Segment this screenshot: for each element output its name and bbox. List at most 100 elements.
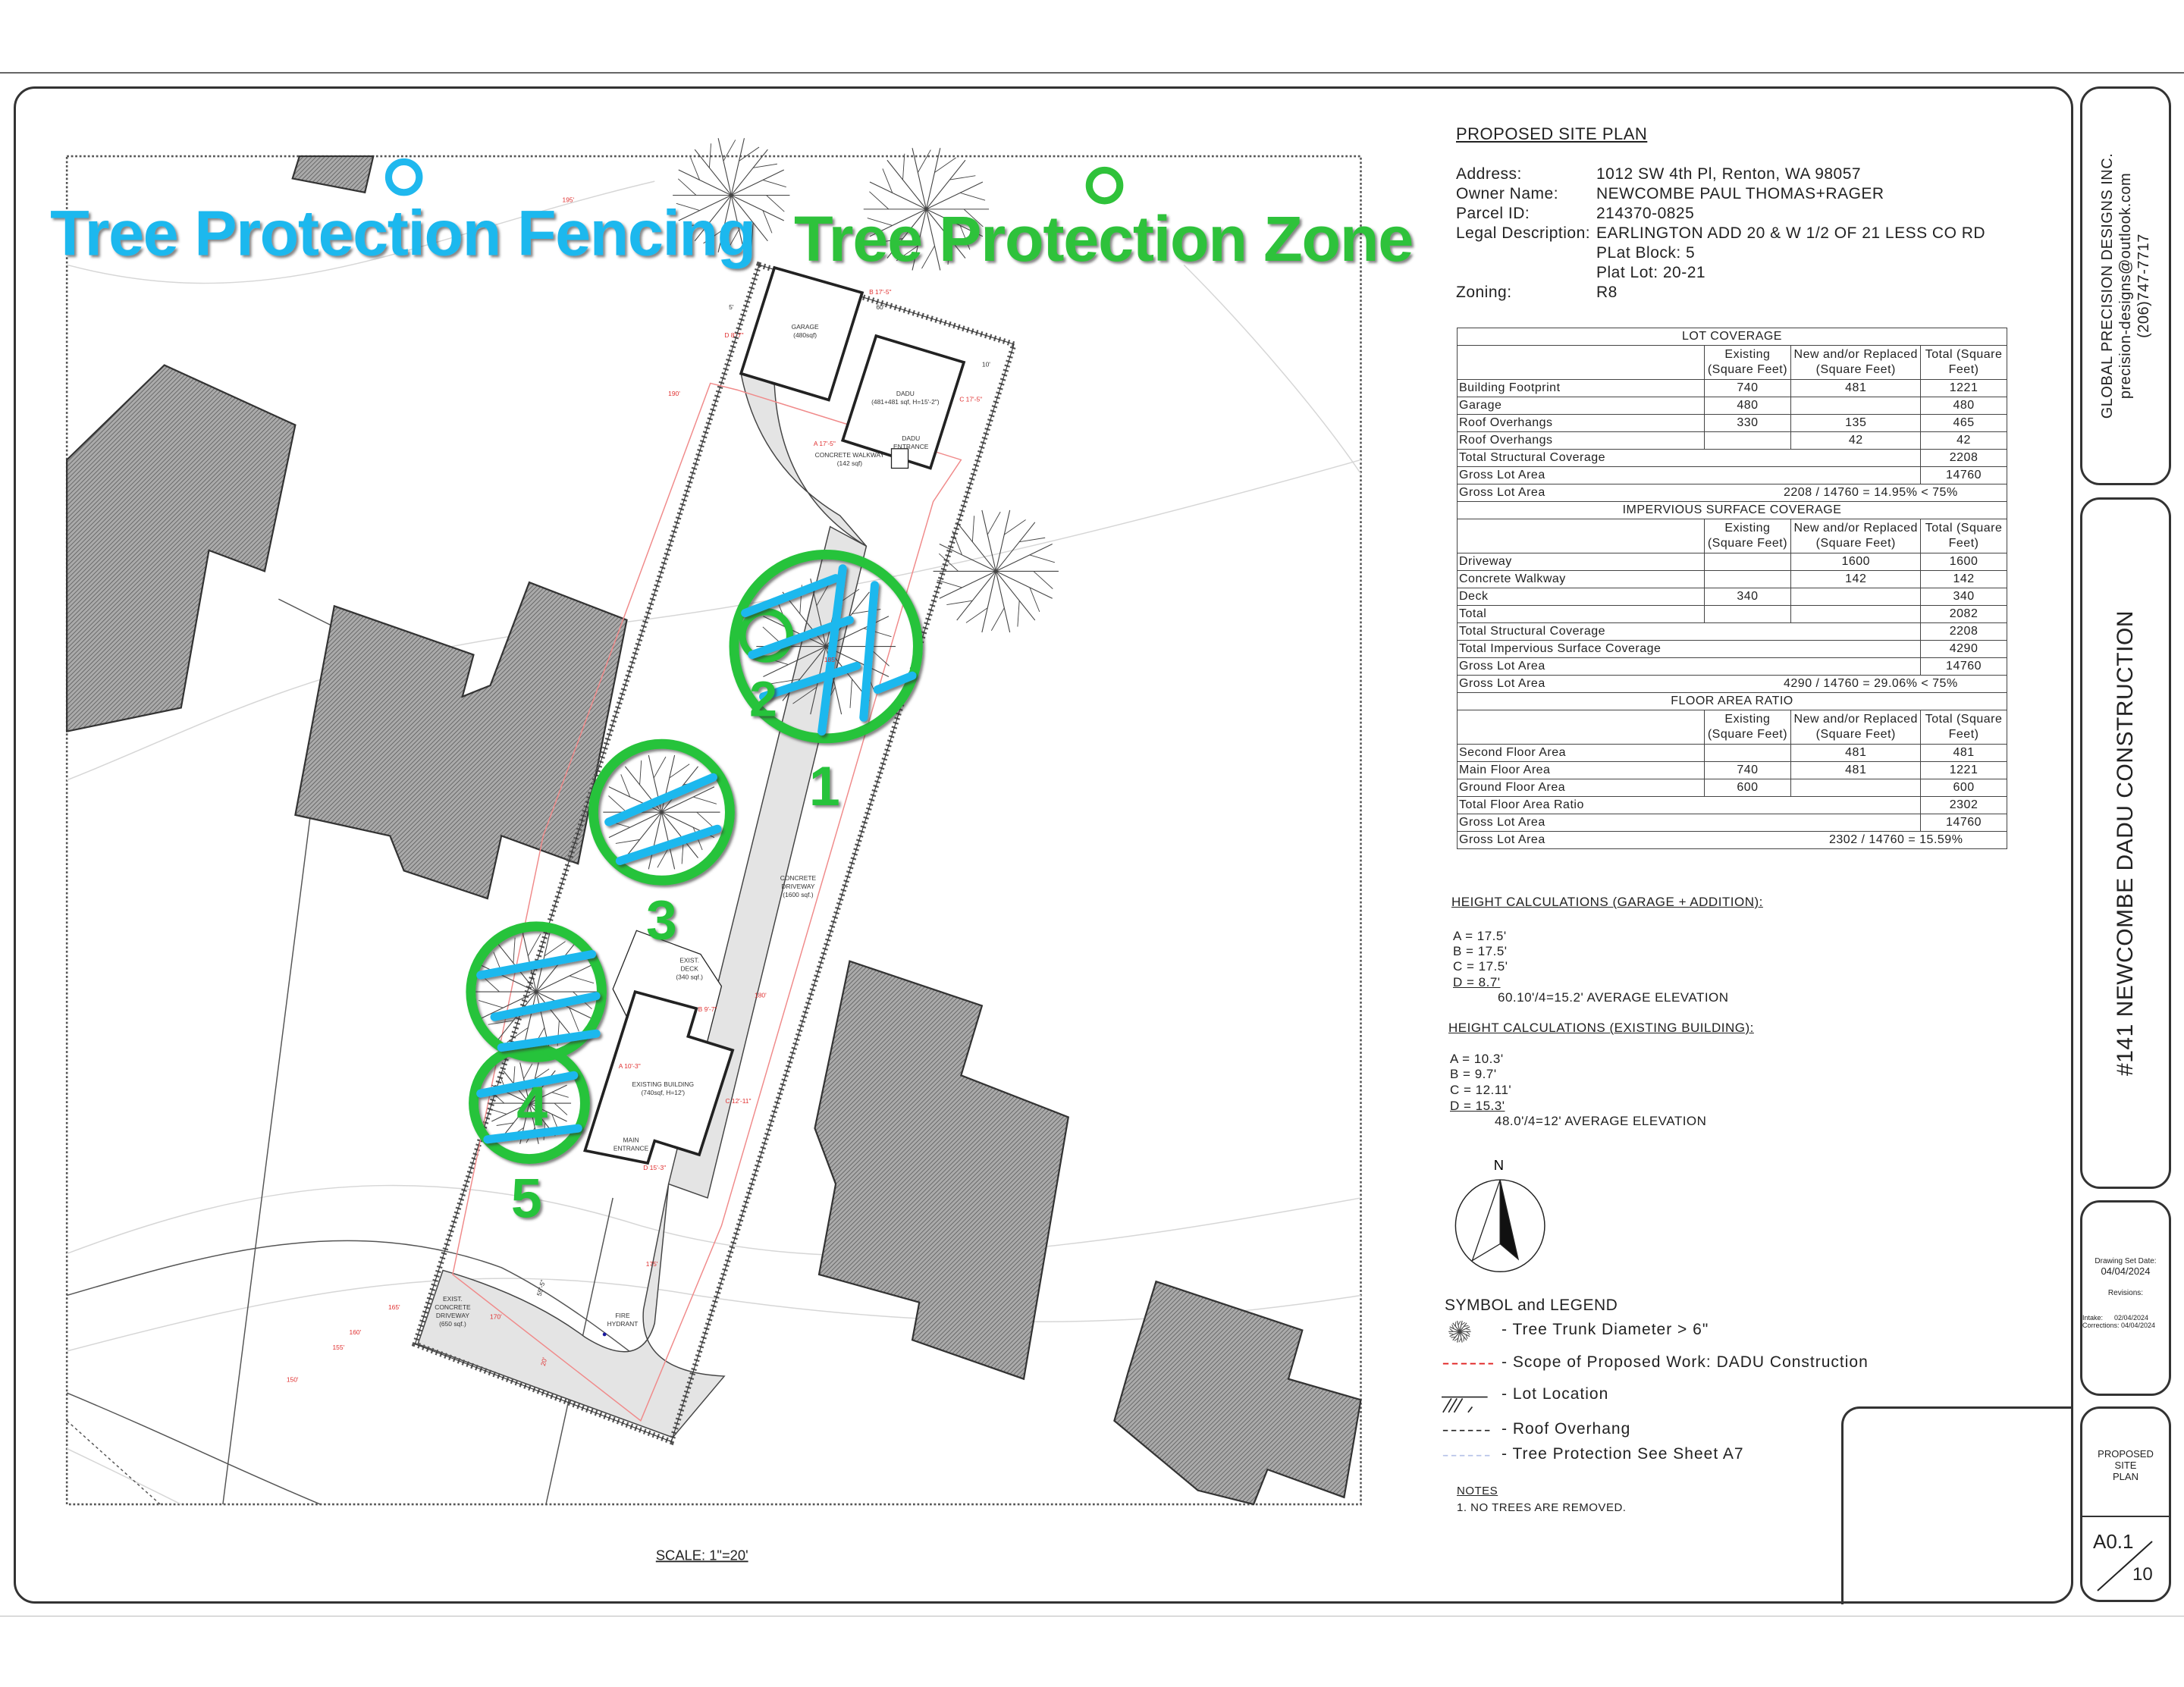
elevation-label: 165' bbox=[388, 1303, 400, 1311]
ratio-value: 2302 / 14760 = 15.59% bbox=[1829, 833, 1963, 846]
ratio-label: Gross Lot Area bbox=[1459, 486, 1545, 499]
garage-outline bbox=[739, 265, 864, 402]
company-email[interactable]: precision-designs@outlook.com bbox=[2117, 172, 2134, 400]
info-label: Zoning: bbox=[1456, 284, 1512, 301]
tree-number-2: 2 bbox=[749, 671, 777, 727]
table-cell bbox=[1790, 588, 1922, 606]
fencing-marker-icon bbox=[384, 158, 423, 196]
sheet-total: 10 bbox=[2132, 1564, 2153, 1585]
dim-60: 60' bbox=[876, 303, 884, 311]
exist-driveway-label-2: CONCRETE bbox=[435, 1303, 471, 1311]
dim-10: 10' bbox=[982, 360, 990, 368]
summary-label: Total Floor Area Ratio bbox=[1456, 796, 1922, 814]
existing-building-label: EXISTING BUILDING bbox=[632, 1080, 694, 1088]
lot-hatch-icon bbox=[1442, 1396, 1488, 1413]
height-calc-line: B = 17.5' bbox=[1453, 944, 1508, 958]
table-cell: 481 bbox=[1790, 761, 1922, 779]
legend-item-label: - Tree Trunk Diameter > 6" bbox=[1502, 1321, 1709, 1338]
table-cell: 340 bbox=[1703, 588, 1792, 606]
average-elevation: 60.10'/4=15.2' AVERAGE ELEVATION bbox=[1498, 990, 1729, 1005]
column-header: Existing (Square Feet) bbox=[1703, 519, 1792, 553]
driveway bbox=[417, 372, 868, 1438]
height-calc-title: HEIGHT CALCULATIONS (GARAGE + ADDITION): bbox=[1451, 895, 1763, 909]
table-cell: 465 bbox=[1920, 414, 2007, 432]
corrections-date: Corrections: 04/04/2024 bbox=[2082, 1322, 2156, 1329]
company-phone: (206)747-7717 bbox=[2135, 234, 2152, 338]
table-cell: 1221 bbox=[1920, 761, 2007, 779]
elevation-label: 170' bbox=[490, 1313, 502, 1321]
table-cell: 480 bbox=[1920, 397, 2007, 415]
section-title: IMPERVIOUS SURFACE COVERAGE bbox=[1457, 501, 2007, 519]
row-label: Building Footprint bbox=[1457, 379, 1705, 397]
summary-label: Total Structural Coverage bbox=[1456, 449, 1922, 467]
row-label: Roof Overhangs bbox=[1457, 431, 1705, 450]
dates-box: Drawing Set Date: 04/04/2024 Revisions: … bbox=[2080, 1200, 2171, 1396]
garage-area: (480sqf) bbox=[793, 331, 817, 339]
table-cell: 340 bbox=[1920, 588, 2007, 606]
table-section-title: LOT COVERAGE bbox=[1457, 328, 2007, 346]
project-title: #141 NEWCOMBE DADU CONSTRUCTION bbox=[2113, 610, 2138, 1076]
info-value: Plat Lot: 20-21 bbox=[1596, 264, 1706, 281]
fire-hydrant-label: FIRE bbox=[615, 1312, 630, 1319]
sheet-box: PROPOSED SITE PLAN A0.1 10 bbox=[2080, 1406, 2171, 1602]
tree-protection-zone-label: Tree Protection Zone bbox=[794, 203, 1414, 274]
tree-icon bbox=[673, 138, 790, 252]
column-header: Existing (Square Feet) bbox=[1703, 345, 1792, 380]
height-point-b-garage: B 17'-5" bbox=[869, 288, 891, 296]
height-point-c-exist: C 12'-11" bbox=[725, 1097, 751, 1105]
ratio-value: 4290 / 14760 = 29.06% < 75% bbox=[1784, 677, 1958, 690]
tree-number-1: 1 bbox=[809, 754, 840, 817]
dadu-label: DADU bbox=[896, 390, 915, 397]
elevation-label: 185' bbox=[824, 656, 836, 663]
site-plan-frame bbox=[65, 155, 1362, 1506]
row-label: Main Floor Area bbox=[1457, 761, 1705, 779]
info-value: R8 bbox=[1596, 284, 1618, 301]
table-cell: 135 bbox=[1790, 414, 1922, 432]
dadu-entrance-label: DADU bbox=[902, 434, 920, 442]
column-header bbox=[1457, 519, 1705, 553]
exist-driveway-label-3: DRIVEWAY bbox=[436, 1312, 469, 1319]
tree-icon bbox=[487, 1062, 572, 1144]
neighbor-houses bbox=[66, 155, 1362, 1506]
row-label: Driveway bbox=[1457, 553, 1705, 571]
drawing-set-date: 04/04/2024 bbox=[2101, 1265, 2151, 1277]
revisions-label: Revisions: bbox=[2107, 1289, 2144, 1297]
height-calc-line: A = 17.5' bbox=[1453, 929, 1507, 943]
tree-icon bbox=[863, 148, 990, 271]
height-calc-title: HEIGHT CALCULATIONS (EXISTING BUILDING): bbox=[1448, 1021, 1754, 1035]
table-cell: 1221 bbox=[1920, 379, 2007, 397]
tree-number-5: 5 bbox=[511, 1167, 542, 1230]
tree-icon bbox=[933, 510, 1059, 633]
info-value: EARLINGTON ADD 20 & W 1/2 OF 21 LESS CO … bbox=[1596, 224, 1986, 242]
height-calc-line: B = 9.7' bbox=[1450, 1067, 1497, 1081]
summary-value: 2302 bbox=[1920, 796, 2007, 814]
row-label: Garage bbox=[1457, 397, 1705, 415]
dadu-entrance-label-2: ENTRANCE bbox=[893, 443, 929, 450]
company-box: GLOBAL PRECISION DESIGNS INC. precision-… bbox=[2080, 86, 2171, 485]
table-cell: 600 bbox=[1703, 779, 1792, 797]
table-header-row: Existing (Square Feet)New and/or Replace… bbox=[1457, 345, 2007, 380]
table-cell: 330 bbox=[1703, 414, 1792, 432]
summary-label: Gross Lot Area bbox=[1456, 657, 1922, 676]
height-point-c-dadu: C 17'-5" bbox=[959, 395, 982, 403]
elevation-label: 190' bbox=[668, 390, 680, 397]
table-cell: 600 bbox=[1920, 779, 2007, 797]
fire-hydrant-icon bbox=[602, 1332, 607, 1337]
north-label: N bbox=[1494, 1157, 1504, 1173]
drawing-set-date-label: Drawing Set Date: bbox=[2095, 1257, 2157, 1265]
main-entrance-label: MAIN bbox=[623, 1136, 639, 1143]
tree-number-3: 3 bbox=[646, 888, 677, 951]
legend-item-label: - Tree Protection See Sheet A7 bbox=[1502, 1445, 1744, 1463]
info-label: Parcel ID: bbox=[1456, 205, 1530, 222]
legend-item-label: - Scope of Proposed Work: DADU Construct… bbox=[1502, 1353, 1869, 1371]
tree-zone-1 bbox=[729, 549, 923, 744]
column-header bbox=[1457, 710, 1705, 745]
site-labels: GARAGE (480sqf) DADU (481+481 sqf, H=15'… bbox=[435, 303, 990, 1328]
